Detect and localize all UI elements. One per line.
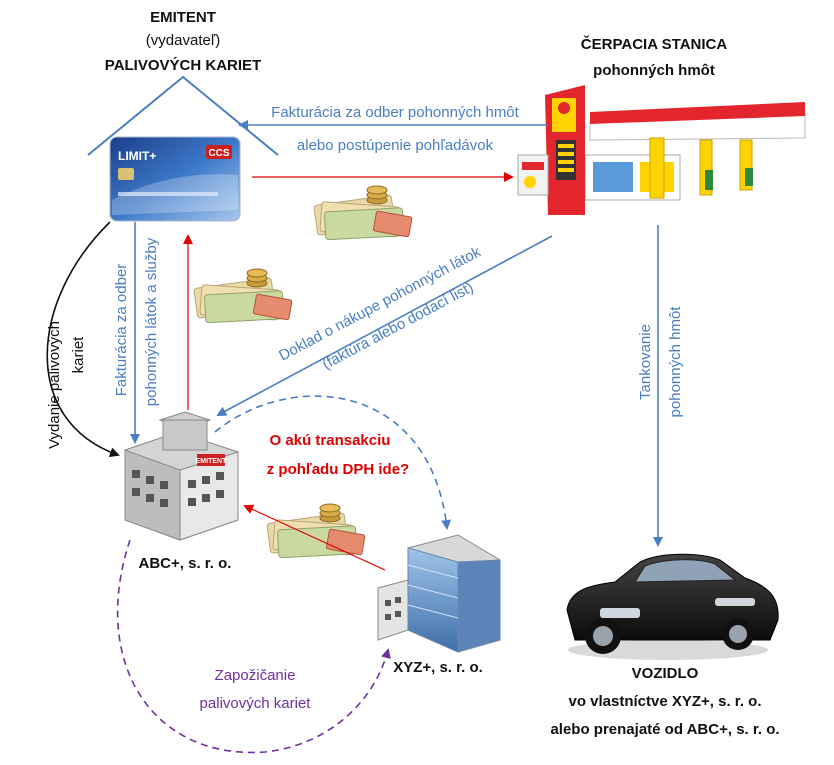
- office-building-icon: [377, 534, 501, 653]
- fuel-card-icon: CCS LIMIT+: [109, 136, 241, 222]
- lending-label-2: palivových kariet: [200, 695, 312, 712]
- abc-building-sign: EMITENT: [196, 458, 227, 465]
- invoice-left-label-1: Fakturácia za odber: [113, 264, 130, 397]
- company-abc-label: ABC+, s. r. o.: [139, 555, 232, 572]
- arrow-question-link: [214, 395, 452, 530]
- emitent-subtitle: (vydavateľ): [146, 32, 220, 49]
- station-title: ČERPACIA STANICA: [581, 35, 728, 53]
- card-brand: LIMIT+: [118, 149, 156, 163]
- card-logo: CCS: [208, 148, 229, 159]
- gas-station-icon: [517, 85, 806, 215]
- station-subtitle: pohonných hmôt: [593, 62, 715, 79]
- arrow-issue-cards: [46, 221, 120, 458]
- car-icon: [566, 553, 779, 660]
- issue-cards-label-1: Vydanie palivových: [46, 321, 63, 449]
- emitent-title: EMITENT: [150, 9, 216, 26]
- money-stack-icon: [266, 503, 366, 559]
- question-label-1: O akú transakciu: [270, 432, 391, 449]
- refuel-label-2: pohonných hmôt: [667, 306, 684, 418]
- vehicle-title: VOZIDLO: [632, 665, 699, 682]
- invoice-top-label-1: Fakturácia za odber pohonných hmôt: [271, 104, 519, 121]
- arrow-payment-to-abc: [243, 504, 386, 571]
- invoice-top-label-2: alebo postúpenie pohľadávok: [297, 137, 494, 154]
- company-xyz-label: XYZ+, s. r. o.: [393, 659, 483, 676]
- issue-cards-label-2: kariet: [70, 336, 87, 374]
- question-label-2: z pohľadu DPH ide?: [267, 461, 409, 478]
- invoice-left-label-2: pohonných látok a služby: [143, 237, 160, 406]
- lending-label-1: Zapožičanie: [215, 667, 296, 684]
- office-building-icon: EMITENT: [124, 411, 239, 541]
- emitent-title-cards: PALIVOVÝCH KARIET: [105, 56, 261, 74]
- vehicle-lease: alebo prenajaté od ABC+, s. r. o.: [550, 721, 779, 738]
- money-stack-icon: [193, 268, 293, 324]
- vehicle-owner: vo vlastníctve XYZ+, s. r. o.: [568, 693, 761, 710]
- arrow-card-lending: [116, 539, 391, 754]
- money-stack-icon: [313, 185, 413, 241]
- arrow-purchase-document: [216, 235, 553, 416]
- refuel-label-1: Tankovanie: [637, 324, 654, 400]
